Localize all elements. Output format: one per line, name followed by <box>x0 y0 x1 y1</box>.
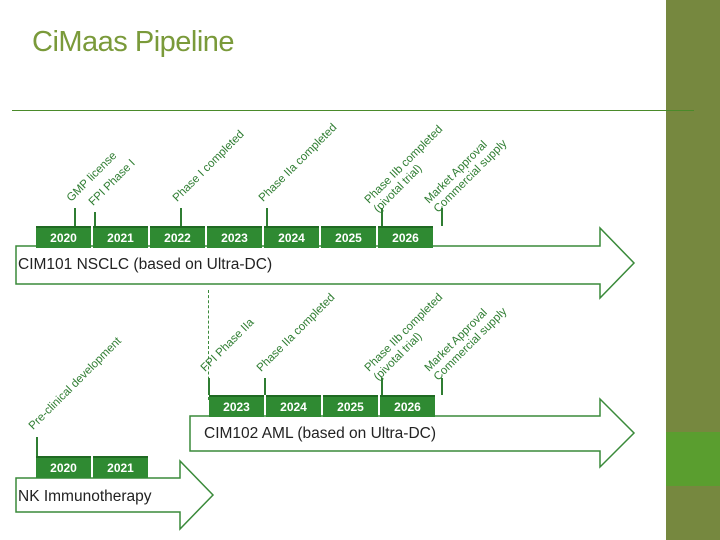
year-bar: 2020 2021 2022 2023 2024 2025 2026 <box>36 226 433 248</box>
milestone-tick <box>441 208 443 226</box>
milestone-tick <box>441 378 443 395</box>
year-cell: 2026 <box>378 226 433 248</box>
program-label: CIM101 NSCLC (based on Ultra-DC) <box>18 256 273 273</box>
milestone-tick <box>381 208 383 226</box>
year-cell: 2023 <box>207 226 262 248</box>
year-cell: 2022 <box>150 226 205 248</box>
year-bar: 2020 2021 <box>36 456 148 478</box>
year-cell: 2024 <box>266 395 321 417</box>
year-cell: 2025 <box>321 226 376 248</box>
milestone-tick <box>180 208 182 226</box>
year-cell: 2025 <box>323 395 378 417</box>
year-cell: 2020 <box>36 226 91 248</box>
page-title: CiMaas Pipeline <box>32 26 235 58</box>
year-cell: 2021 <box>93 226 148 248</box>
milestone-tick <box>264 378 266 395</box>
sidebar-accent-block <box>666 432 720 486</box>
connector-dashed-line <box>208 290 209 400</box>
year-cell: 2021 <box>93 456 148 478</box>
milestone-tick <box>208 378 210 395</box>
program-label: NK Immunotherapy <box>18 488 152 505</box>
milestone-tick <box>74 208 76 226</box>
milestone-tick <box>36 437 38 456</box>
milestone-tick <box>266 208 268 226</box>
year-cell: 2024 <box>264 226 319 248</box>
year-bar: 2023 2024 2025 2026 <box>209 395 435 417</box>
program-label: CIM102 AML (based on Ultra-DC) <box>204 425 437 442</box>
title-divider <box>12 110 694 111</box>
year-cell: 2020 <box>36 456 91 478</box>
milestone-tick <box>381 378 383 395</box>
milestone-tick <box>94 212 96 226</box>
year-cell: 2023 <box>209 395 264 417</box>
year-cell: 2026 <box>380 395 435 417</box>
